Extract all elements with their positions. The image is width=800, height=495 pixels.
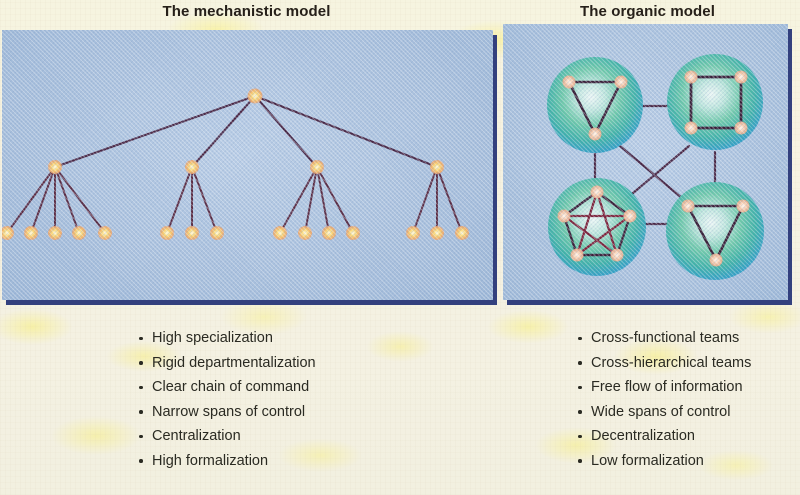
cluster-nodes (684, 70, 748, 135)
tree-branch-node (310, 160, 324, 174)
cluster-edges (689, 75, 743, 130)
list-item: Low formalization (578, 449, 751, 474)
tree-leaf-node (72, 226, 86, 240)
list-item: Cross-functional teams (578, 326, 751, 351)
tree-leaf-node (273, 226, 287, 240)
team-cluster-top-left (547, 57, 643, 153)
tree-leaf-node (98, 226, 112, 240)
list-item: Free flow of information (578, 375, 751, 400)
cluster-edges (567, 80, 623, 136)
mechanistic-tree-svg (2, 88, 469, 240)
mechanistic-characteristics-list: High specialization Rigid departmentaliz… (139, 326, 316, 473)
tree-leaf-node (455, 226, 469, 240)
tree-branch-node (430, 160, 444, 174)
tree-root-node (247, 88, 263, 104)
organic-diagram-panel (503, 24, 788, 300)
tree-leaf-node (2, 226, 14, 240)
tree-leaf-node (160, 226, 174, 240)
mechanistic-model-title: The mechanistic model (162, 3, 331, 20)
organic-characteristics-list: Cross-functional teams Cross-hierarchica… (578, 326, 751, 473)
tree-leaf-node (298, 226, 312, 240)
team-cluster-bottom-left (548, 178, 646, 276)
list-item: Wide spans of control (578, 400, 751, 425)
tree-edges-branch-4 (412, 166, 463, 234)
list-item: Rigid departmentalization (139, 351, 316, 376)
tree-edges-branch-2 (166, 166, 218, 234)
organic-model-title: The organic model (579, 3, 716, 20)
tree-leaf-node (185, 226, 199, 240)
cluster-circle (667, 54, 763, 150)
tree-edges-branch-1 (6, 166, 106, 234)
tree-leaf-node (406, 226, 420, 240)
tree-branch-node (185, 160, 199, 174)
cluster-nodes (681, 199, 750, 267)
tree-edges-level1 (53, 94, 439, 169)
cluster-edges (686, 204, 745, 262)
tree-branch-node (48, 160, 62, 174)
list-item: High specialization (139, 326, 316, 351)
cluster-edges-diagonals (562, 190, 632, 257)
tree-leaf-node (210, 226, 224, 240)
list-item: Centralization (139, 424, 316, 449)
mechanistic-diagram-panel (2, 30, 493, 300)
organic-clusters-svg (547, 54, 764, 280)
list-item: Cross-hierarchical teams (578, 351, 751, 376)
team-cluster-bottom-right (666, 182, 764, 280)
tree-edges-branch-3 (279, 166, 354, 234)
list-item: Narrow spans of control (139, 400, 316, 425)
team-cluster-top-right (667, 54, 763, 150)
tree-nodes (2, 88, 469, 240)
tree-leaf-node (48, 226, 62, 240)
tree-leaf-node (24, 226, 38, 240)
list-item: Clear chain of command (139, 375, 316, 400)
tree-leaf-node (346, 226, 360, 240)
list-item: High formalization (139, 449, 316, 474)
tree-leaf-node (430, 226, 444, 240)
tree-leaf-node (322, 226, 336, 240)
cluster-edges-ring (562, 190, 632, 257)
cluster-nodes (562, 75, 628, 141)
cluster-nodes (557, 185, 637, 262)
list-item: Decentralization (578, 424, 751, 449)
